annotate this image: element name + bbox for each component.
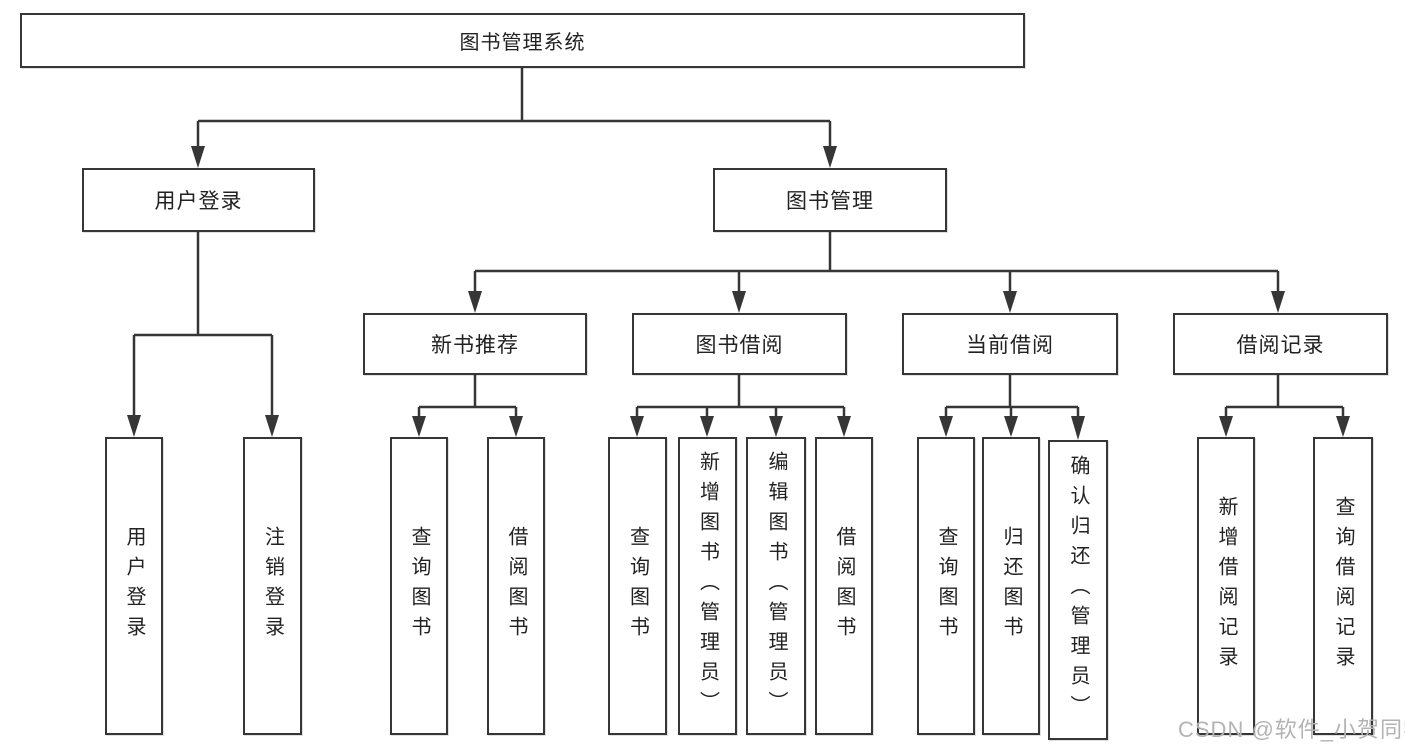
- leaf-query-borrow-record: 查询借阅记录: [1313, 437, 1373, 735]
- node-label: 借阅记录: [1236, 334, 1325, 357]
- node-user-login: 用户登录: [82, 168, 315, 232]
- node-label: 用户登录: [123, 526, 145, 646]
- leaf-return-books: 归还图书: [982, 437, 1040, 735]
- node-label: 确认归还（管理员）: [1067, 455, 1089, 725]
- node-label: 图书借阅: [695, 334, 784, 357]
- leaf-borrow-books: 借阅图书: [815, 437, 873, 735]
- leaf-query-books: 查询图书: [917, 437, 975, 735]
- node-label: 编辑图书（管理员）: [765, 451, 787, 721]
- node-label: 借阅图书: [833, 526, 855, 646]
- node-label: 查询借阅记录: [1332, 496, 1354, 676]
- node-label: 查询图书: [408, 526, 430, 646]
- node-label: 新增图书（管理员）: [696, 451, 719, 721]
- leaf-confirm-return-admin: 确认归还（管理员）: [1048, 440, 1108, 740]
- node-borrowing-records: 借阅记录: [1173, 313, 1388, 375]
- leaf-add-borrow-record: 新增借阅记录: [1197, 437, 1255, 735]
- node-book-management: 图书管理: [713, 168, 947, 232]
- leaf-query-books: 查询图书: [390, 437, 448, 735]
- leaf-borrow-books: 借阅图书: [487, 437, 545, 735]
- node-label: 图书管理: [786, 190, 874, 213]
- node-label: 用户登录: [154, 190, 243, 213]
- leaf-add-book-admin: 新增图书（管理员）: [678, 437, 737, 735]
- node-label: 新书推荐: [431, 334, 519, 357]
- node-label: 查询图书: [935, 526, 957, 646]
- node-label: 当前借阅: [966, 334, 1054, 357]
- leaf-edit-book-admin: 编辑图书（管理员）: [746, 437, 806, 735]
- node-book-borrowing: 图书借阅: [632, 313, 847, 375]
- node-current-borrowing: 当前借阅: [902, 313, 1118, 375]
- node-label: 归还图书: [1000, 526, 1022, 646]
- leaf-query-books: 查询图书: [608, 437, 667, 735]
- node-new-book-recommend: 新书推荐: [363, 313, 587, 375]
- leaf-user-login: 用户登录: [105, 437, 163, 735]
- node-label: 注销登录: [261, 526, 284, 646]
- csdn-watermark: CSDN @软件_小贺同学: [1178, 717, 1405, 742]
- leaf-logout: 注销登录: [243, 437, 302, 735]
- node-label: 图书管理系统: [459, 32, 586, 54]
- node-library-management-system: 图书管理系统: [20, 13, 1025, 68]
- node-label: 借阅图书: [505, 526, 527, 646]
- node-label: 查询图书: [626, 526, 649, 646]
- node-label: 新增借阅记录: [1215, 496, 1237, 676]
